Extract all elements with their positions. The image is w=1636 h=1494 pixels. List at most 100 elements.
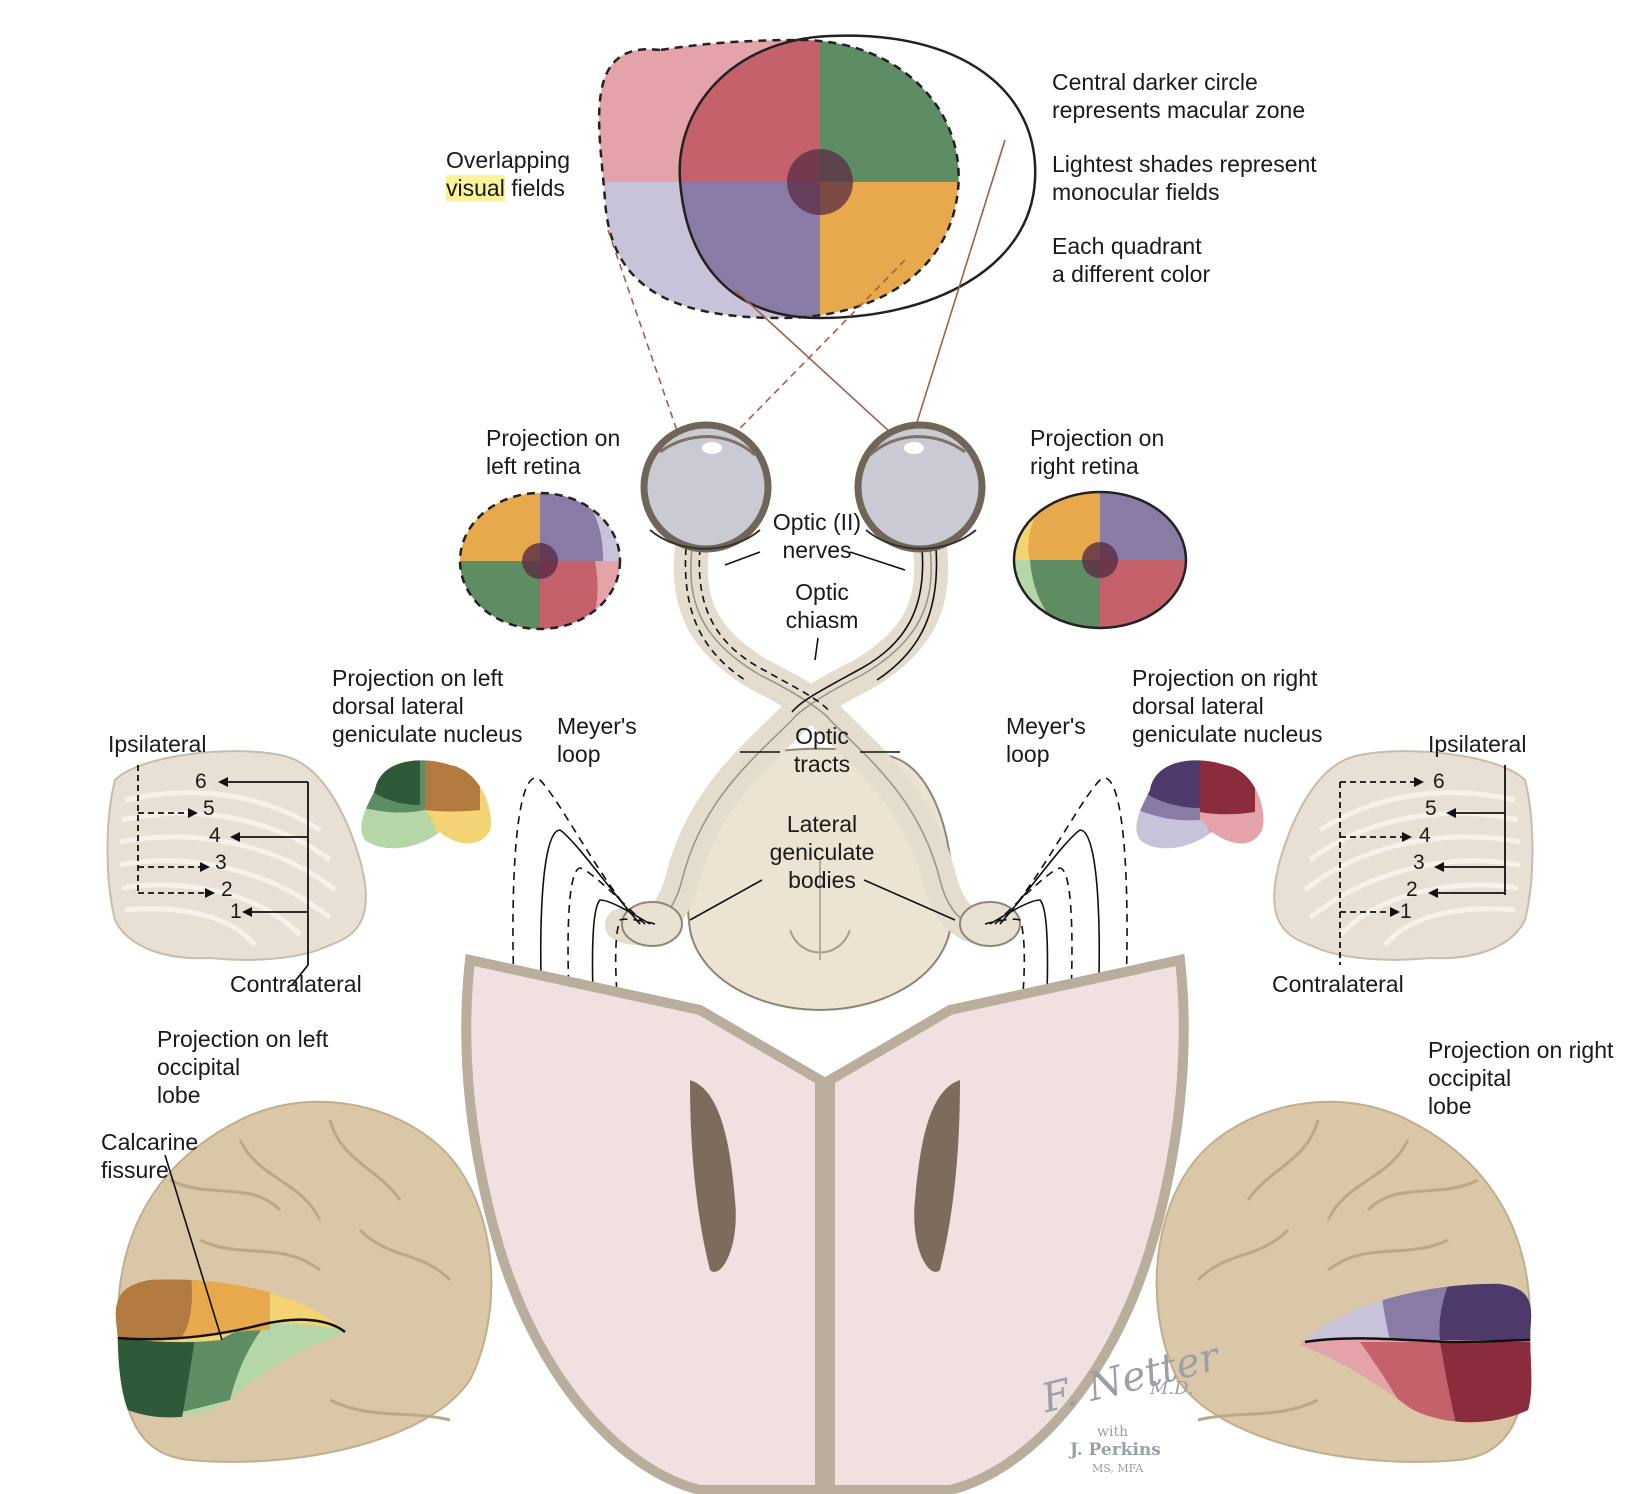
left-occ-line3: lobe xyxy=(157,1082,201,1108)
right-layer-5: 5 xyxy=(1425,797,1437,820)
meyer-right-line2: loop xyxy=(1006,741,1050,767)
left-visual-field-outline xyxy=(597,38,960,320)
right-occ-line1: Projection on right xyxy=(1428,1037,1614,1063)
right-lgn-projection xyxy=(1136,760,1264,849)
right-lgn-line2: dorsal lateral xyxy=(1132,693,1264,719)
note2-line2: monocular fields xyxy=(1052,179,1220,205)
optic-nerves-label: Optic (II) nerves xyxy=(762,508,872,564)
right-occipital-projection-label: Projection on right occipital lobe xyxy=(1428,1036,1613,1120)
left-retina-label: Projection on left retina xyxy=(486,424,620,480)
left-occ-line2: occipital xyxy=(157,1054,241,1080)
lgb-line3: bodies xyxy=(788,867,856,893)
left-layer-4: 4 xyxy=(209,824,221,847)
right-lgn-arrows xyxy=(1339,765,1506,965)
left-layer-1: 1 xyxy=(230,900,242,923)
note2-line1: Lightest shades represent xyxy=(1052,151,1317,177)
meyer-left-line2: loop xyxy=(557,741,601,767)
vf-title-line2: visual fields xyxy=(446,174,570,202)
right-lgn-line3: geniculate nucleus xyxy=(1132,721,1323,747)
right-layer-2: 2 xyxy=(1406,878,1418,901)
right-lgn-arrowheads xyxy=(1390,777,1456,917)
left-layer-6: 6 xyxy=(195,770,207,793)
left-meyers-loop-label: Meyer's loop xyxy=(557,712,637,768)
right-retina-label: Projection on right retina xyxy=(1030,424,1164,480)
right-retina-line1: Projection on xyxy=(1030,425,1165,451)
right-eye xyxy=(854,421,986,553)
note3-line2: a different color xyxy=(1052,261,1211,287)
right-lgn-projection-label: Projection on right dorsal lateral genic… xyxy=(1132,664,1323,748)
artist-degree: M.D. xyxy=(1150,1378,1194,1399)
left-retina-line1: Projection on xyxy=(486,425,621,451)
left-lgn-line1: Projection on left xyxy=(332,665,504,691)
left-brain-section xyxy=(461,953,825,1494)
macular-zone xyxy=(787,149,853,215)
lgb-line1: Lateral xyxy=(786,811,858,837)
left-layer-2: 2 xyxy=(221,878,233,901)
coartist-degree: MS, MFA xyxy=(1092,1462,1144,1475)
left-contralateral-label: Contralateral xyxy=(230,971,362,997)
right-lgn-layer-numbers: 6 5 4 3 2 1 xyxy=(1400,770,1445,923)
note3-line1: Each quadrant xyxy=(1052,233,1202,259)
right-meyers-loop-label: Meyer's loop xyxy=(1006,712,1086,768)
chiasm-line2: chiasm xyxy=(785,607,859,633)
right-occipital-lobe xyxy=(1155,1100,1532,1463)
calcarine-line2: fissure xyxy=(101,1157,169,1183)
tracts-line2: tracts xyxy=(793,751,851,777)
vf-title-word-after: fields xyxy=(511,175,565,201)
vf-title-line1: Overlapping xyxy=(446,147,571,173)
coartist-name: J. Perkins xyxy=(1070,1440,1161,1460)
leader-lines xyxy=(164,551,956,1341)
right-ipsilateral-label: Ipsilateral xyxy=(1428,731,1527,757)
optic-pathway xyxy=(605,421,1021,1012)
macular-zone-note: Central darker circle represents macular… xyxy=(1052,68,1305,124)
quadrant-color-note: Each quadrant a different color xyxy=(1052,232,1210,288)
chiasm-line1: Optic xyxy=(795,579,849,605)
tracts-line1: Optic xyxy=(795,723,849,749)
left-lgn-projection xyxy=(361,760,491,849)
note1-line2: represents macular zone xyxy=(1052,97,1306,123)
calcarine-fissure-label: Calcarine fissure xyxy=(101,1128,198,1184)
left-ipsilateral-label: Ipsilateral xyxy=(108,731,207,757)
vf-highlighted-word: visual xyxy=(446,175,505,201)
meyer-right-line1: Meyer's xyxy=(1006,713,1086,739)
right-layer-6: 6 xyxy=(1433,770,1445,793)
left-lgn-layer-numbers: 6 5 4 3 2 1 xyxy=(195,770,242,923)
right-lgn-layer-diagram xyxy=(1273,750,1534,961)
left-occ-line1: Projection on left xyxy=(157,1026,329,1052)
signature-with: with xyxy=(1097,1424,1129,1440)
right-lgn-line1: Projection on right xyxy=(1132,665,1318,691)
right-contralateral-label: Contralateral xyxy=(1272,971,1404,997)
right-visual-field-outline xyxy=(678,34,1037,320)
right-occ-line3: lobe xyxy=(1428,1093,1472,1119)
left-retina-projection xyxy=(458,491,622,631)
calcarine-line1: Calcarine xyxy=(101,1129,199,1155)
lgb-line2: geniculate xyxy=(769,839,875,865)
monocular-fields-note: Lightest shades represent monocular fiel… xyxy=(1052,150,1317,206)
left-lgn-layer-diagram xyxy=(106,750,367,961)
left-lgn-arrows xyxy=(137,765,309,986)
optic-nerves-line1: Optic (II) xyxy=(772,509,862,535)
left-occipital-projection-label: Projection on left occipital lobe xyxy=(157,1025,328,1109)
note1-line1: Central darker circle xyxy=(1052,69,1258,95)
left-occipital-lobe xyxy=(115,1100,493,1463)
overlapping-visual-fields-label: Overlapping visual fields xyxy=(446,146,570,202)
right-retina-projection xyxy=(1012,490,1188,630)
meyer-left-line1: Meyer's xyxy=(557,713,637,739)
left-retina-line2: left retina xyxy=(486,453,581,479)
optic-chiasm-label: Optic chiasm xyxy=(772,578,872,634)
lateral-geniculate-bodies-label: Lateral geniculate bodies xyxy=(762,810,882,894)
optic-tracts-label: Optic tracts xyxy=(772,722,872,778)
left-lgn-line3: geniculate nucleus xyxy=(332,721,523,747)
right-layer-1: 1 xyxy=(1400,900,1412,923)
left-layer-3: 3 xyxy=(215,851,227,874)
right-retina-line2: right retina xyxy=(1030,453,1139,479)
right-brain-section xyxy=(825,953,1189,1494)
left-eye xyxy=(640,421,772,553)
right-occ-line2: occipital xyxy=(1428,1065,1512,1091)
left-layer-5: 5 xyxy=(203,797,215,820)
left-lgn-projection-label: Projection on left dorsal lateral genicu… xyxy=(332,664,523,748)
left-lgn-line2: dorsal lateral xyxy=(332,693,464,719)
optic-nerves-line2: nerves xyxy=(782,537,852,563)
left-lgn-arrowheads xyxy=(188,777,252,917)
